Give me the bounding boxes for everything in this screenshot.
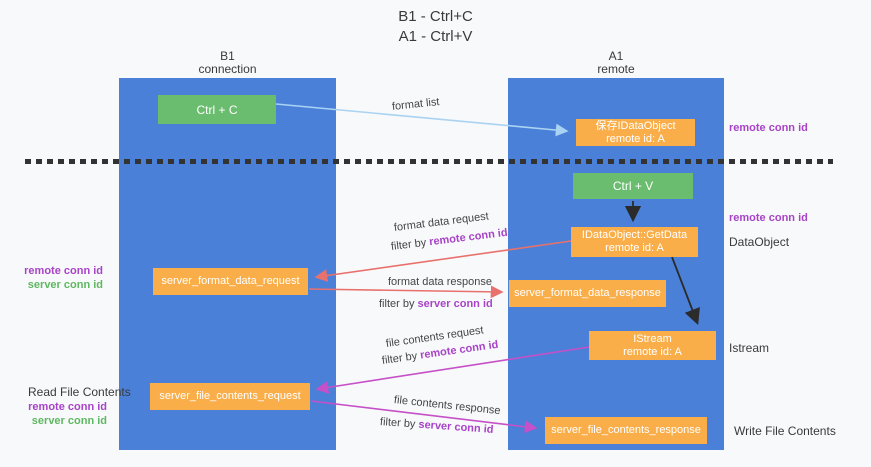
label-pair-file: remote conn id server conn id [19, 401, 107, 428]
node-istream-line1: IStream [633, 332, 672, 345]
node-save-idataobject-line2: remote id: A [606, 132, 665, 145]
left-column-header: B1 connection [119, 50, 336, 76]
left-column-name: B1 [220, 49, 235, 63]
filter-key-server-conn-id: server conn id [417, 298, 493, 310]
edge-caption-file-contents-response-filter: filter by server conn id [380, 416, 494, 436]
node-istream-line2: remote id: A [623, 345, 682, 358]
filter-key-remote-conn-id: remote conn id [428, 226, 509, 249]
node-idataobject-getdata-line1: IDataObject::GetData [581, 229, 688, 241]
node-save-idataobject: 保存IDataObject remote id: A [576, 119, 695, 146]
node-idataobject-getdata-line2: remote id: A [605, 242, 664, 254]
edge-caption-format-list-text: format list [391, 96, 441, 113]
filter-prefix: filter by [390, 236, 427, 253]
dashed-divider [25, 159, 833, 164]
filter-prefix: filter by [379, 416, 416, 431]
node-ctrl-c-label: Ctrl + C [196, 102, 238, 117]
left-column-subtitle: connection [198, 62, 257, 76]
arrow-format-data-response [308, 285, 504, 299]
edge-caption-format-data-response: format data response [388, 276, 492, 288]
node-server-file-contents-request-label: server_file_contents_request [159, 390, 301, 402]
node-idataobject-getdata: IDataObject::GetData remote id: A [571, 227, 698, 257]
label-write-file-contents: Write File Contents [734, 424, 836, 438]
node-ctrl-v: Ctrl + V [573, 173, 693, 199]
node-server-format-data-response-label: server_format_data_response [514, 287, 661, 299]
label-left-remote-conn-id-2: remote conn id [28, 401, 107, 413]
label-read-file-contents: Read File Contents [28, 385, 131, 399]
title-line-1: B1 - Ctrl+C [398, 8, 473, 25]
node-server-file-contents-request: server_file_contents_request [150, 383, 310, 410]
label-left-server-conn-id-2: server conn id [31, 414, 107, 427]
label-istream: Istream [729, 341, 770, 355]
right-column-name: A1 [608, 49, 624, 63]
label-remote-conn-id-top: remote conn id [729, 122, 808, 134]
label-pair-format: remote conn id server conn id [15, 265, 103, 292]
node-server-file-contents-response: server_file_contents_response [545, 417, 707, 444]
label-remote-conn-id-mid: remote conn id [729, 212, 808, 224]
label-left-remote-conn-id-1: remote conn id [24, 265, 103, 277]
node-ctrl-c: Ctrl + C [158, 95, 276, 124]
label-left-server-conn-id-1: server conn id [27, 278, 103, 291]
filter-prefix: filter by [381, 350, 418, 367]
edge-caption-file-contents-response-text: file contents response [393, 394, 502, 418]
right-column-subtitle: remote [597, 62, 635, 76]
edge-caption-format-list: format list [391, 96, 440, 113]
label-dataobject: DataObject [729, 235, 790, 249]
edge-caption-file-contents-response: file contents response [393, 394, 501, 417]
edge-caption-format-data-response-text: format data response [388, 276, 492, 288]
node-save-idataobject-line1: 保存IDataObject [595, 119, 676, 132]
diagram-title: B1 - Ctrl+C A1 - Ctrl+V [0, 7, 871, 47]
node-server-file-contents-response-label: server_file_contents_response [551, 424, 701, 436]
right-column-header: A1 remote [508, 50, 724, 76]
node-server-format-data-request: server_format_data_request [153, 268, 308, 295]
filter-key-server-conn-id: server conn id [418, 418, 494, 436]
title-line-2: A1 - Ctrl+V [398, 28, 473, 45]
node-server-format-data-response: server_format_data_response [509, 280, 666, 307]
node-istream: IStream remote id: A [589, 331, 716, 360]
filter-prefix: filter by [379, 298, 415, 310]
edge-caption-format-data-response-filter: filter by server conn id [379, 298, 493, 310]
node-ctrl-v-label: Ctrl + V [612, 179, 654, 193]
node-server-format-data-request-label: server_format_data_request [161, 275, 300, 287]
